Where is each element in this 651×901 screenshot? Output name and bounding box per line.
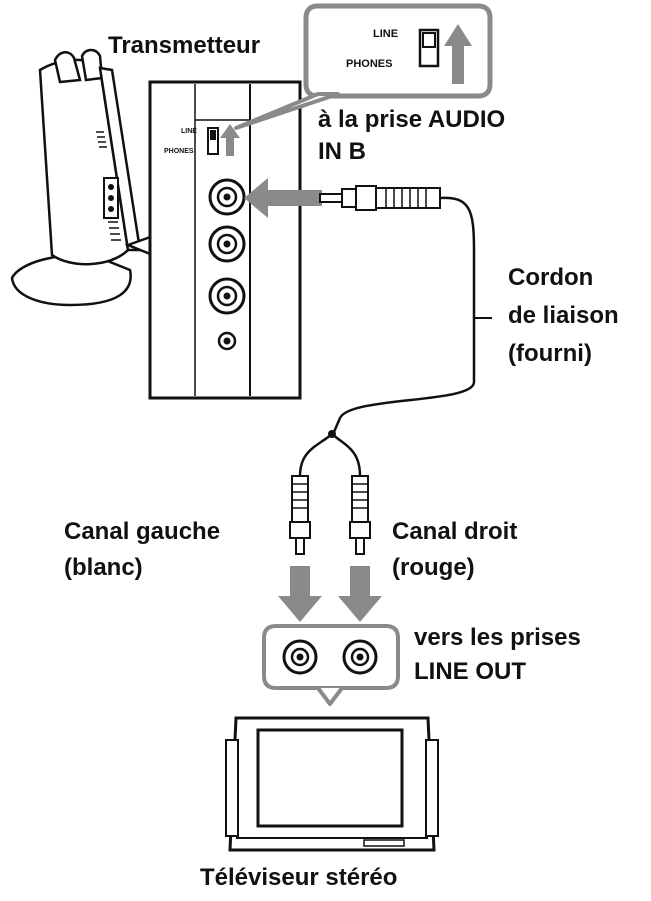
down-arrow-right	[338, 566, 382, 622]
panel-switch-up-arrow	[220, 124, 240, 156]
line-out-jacks	[282, 639, 378, 675]
down-arrow-left	[278, 566, 322, 622]
mini-jack-1	[108, 184, 114, 190]
label-audio-in-line1: à la prise AUDIO	[318, 106, 506, 133]
mini-plug-grip	[385, 188, 427, 208]
panel-switch-knob	[210, 130, 216, 140]
label-tv: Téléviseur stéréo	[200, 864, 398, 891]
cord-right-branch	[331, 433, 362, 477]
audio-in-arrow	[244, 178, 322, 218]
transmitter-illustration	[10, 48, 142, 307]
label-transmetteur: Transmetteur	[108, 32, 261, 59]
rca-plug-left	[289, 475, 311, 555]
mini-jack-3	[108, 206, 114, 212]
mini-jack-2	[108, 195, 114, 201]
label-canal-droit-line1: Canal droit	[392, 518, 518, 545]
label-cordon-line1: Cordon	[508, 264, 594, 291]
label-line-out-line1: vers les prises	[414, 624, 581, 651]
transmitter-vents	[96, 131, 121, 241]
zoom-line-label: LINE	[373, 28, 399, 40]
mini-plug	[319, 185, 441, 211]
label-cordon-line2: de liaison	[508, 302, 619, 329]
panel-line-phones-switch	[207, 127, 219, 155]
zoom-switch-knob	[422, 32, 436, 48]
line-out-panel-pointer	[316, 686, 344, 706]
connecting-cord	[332, 196, 476, 433]
label-line-out-line2: LINE OUT	[414, 658, 526, 685]
television-illustration	[225, 716, 439, 852]
zoom-phones-label: PHONES	[346, 58, 393, 70]
label-canal-gauche-line1: Canal gauche	[64, 518, 221, 545]
panel-jacks	[208, 178, 246, 351]
switch-zoom-callout	[303, 3, 493, 99]
cord-left-branch	[298, 433, 333, 477]
label-cordon-line3: (fourni)	[508, 340, 592, 367]
label-canal-gauche-line2: (blanc)	[64, 554, 143, 581]
zoom-switch-up-arrow	[444, 24, 472, 84]
rca-plug-right	[349, 475, 371, 555]
panel-phones-label: PHONES	[164, 148, 194, 155]
panel-line-label: LINE	[181, 128, 197, 135]
switch-zoom-pointer	[234, 92, 340, 130]
label-canal-droit-line2: (rouge)	[392, 554, 475, 581]
label-audio-in-line2: IN B	[318, 138, 366, 165]
